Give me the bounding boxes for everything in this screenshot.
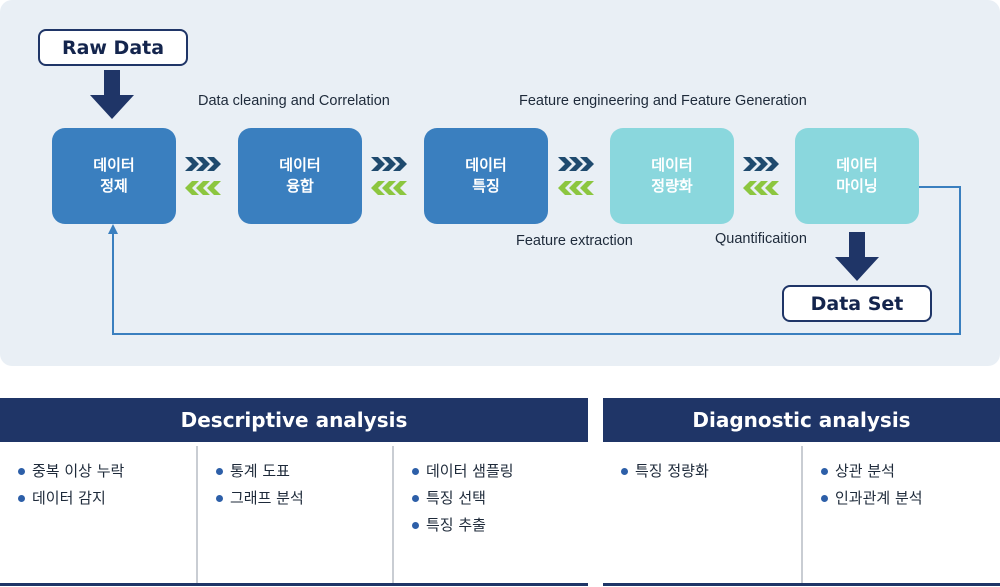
column-divider — [801, 446, 803, 584]
step-label-line1: 데이터 — [651, 156, 693, 174]
bullet-dot-icon — [821, 468, 828, 475]
step-data-mining: 데이터 마이닝 — [795, 128, 919, 224]
bullet-dot-icon — [18, 495, 25, 502]
down-arrow-icon — [90, 70, 134, 119]
bullet-dot-icon — [621, 468, 628, 475]
step-data-fusion: 데이터 융합 — [238, 128, 362, 224]
double-chevron-right-icon — [207, 157, 221, 171]
list-item: 데이터 감지 — [18, 485, 196, 512]
bullet-dot-icon — [216, 468, 223, 475]
list-item: 특징 정량화 — [621, 458, 801, 485]
double-chevron-left-icon — [382, 181, 396, 195]
caption-feature-extraction: Feature extraction — [516, 233, 633, 249]
step-label-line2: 정제 — [100, 177, 128, 195]
double-chevron-right-icon — [754, 157, 768, 171]
item-text: 통계 도표 — [230, 462, 290, 480]
step-label-line1: 데이터 — [93, 156, 135, 174]
list-item: 상관 분석 — [821, 458, 1000, 485]
list-item: 인과관계 분석 — [821, 485, 1000, 512]
data-set-label: Data Set — [782, 285, 932, 322]
return-flow-line — [112, 186, 961, 335]
double-chevron-left-icon — [185, 181, 199, 195]
bullet-dot-icon — [216, 495, 223, 502]
double-chevron-right-icon — [569, 157, 583, 171]
item-text: 그래프 분석 — [230, 489, 304, 507]
double-chevron-left-icon — [371, 181, 385, 195]
bullet-dot-icon — [412, 468, 419, 475]
double-chevron-group — [558, 157, 594, 195]
item-text: 특징 선택 — [426, 489, 486, 507]
list-item: 통계 도표 — [216, 458, 392, 485]
diagnostic-bottom-rule — [603, 583, 1000, 586]
double-chevron-right-icon — [558, 157, 572, 171]
step-label-line1: 데이터 — [465, 156, 507, 174]
caption-quantification: Quantificaition — [715, 231, 807, 247]
item-text: 특징 추출 — [426, 516, 486, 534]
double-chevron-left-icon — [580, 181, 594, 195]
descriptive-column-1: 중복 이상 누락 데이터 감지 — [0, 446, 196, 584]
return-flow-arrowhead — [108, 224, 118, 234]
double-chevron-group — [185, 157, 221, 195]
bullet-dot-icon — [821, 495, 828, 502]
descriptive-column-2: 통계 도표 그래프 분석 — [198, 446, 392, 584]
step-label-line2: 특징 — [472, 177, 500, 195]
list-item: 특징 추출 — [412, 512, 588, 539]
list-item: 중복 이상 누락 — [18, 458, 196, 485]
double-chevron-right-icon — [393, 157, 407, 171]
double-chevron-right-icon — [580, 157, 594, 171]
step-label-line2: 융합 — [286, 177, 314, 195]
double-chevron-right-icon — [196, 157, 210, 171]
step-label-line2: 마이닝 — [836, 177, 878, 195]
double-chevron-left-icon — [743, 181, 757, 195]
step-label-line2: 정량화 — [651, 177, 693, 195]
double-chevron-right-icon — [743, 157, 757, 171]
double-chevron-right-icon — [371, 157, 385, 171]
descriptive-column-3: 데이터 샘플링 특징 선택 특징 추출 — [394, 446, 588, 584]
double-chevron-left-icon — [393, 181, 407, 195]
double-chevron-group — [743, 157, 779, 195]
double-chevron-right-icon — [765, 157, 779, 171]
workflow-connectors — [90, 70, 961, 335]
list-item: 데이터 샘플링 — [412, 458, 588, 485]
step-data-quantification: 데이터 정량화 — [610, 128, 734, 224]
item-text: 데이터 감지 — [32, 489, 106, 507]
column-divider — [196, 446, 198, 584]
double-chevron-right-icon — [382, 157, 396, 171]
raw-data-label: Raw Data — [38, 29, 188, 66]
caption-feature-engineering: Feature engineering and Feature Generati… — [519, 93, 807, 109]
double-chevron-left-icon — [765, 181, 779, 195]
double-chevron-group — [371, 157, 407, 195]
item-text: 데이터 샘플링 — [426, 462, 514, 480]
item-text: 특징 정량화 — [635, 462, 709, 480]
step-data-feature: 데이터 특징 — [424, 128, 548, 224]
double-chevron-right-icon — [185, 157, 199, 171]
diagnostic-analysis-header: Diagnostic analysis — [603, 398, 1000, 442]
double-chevron-left-icon — [569, 181, 583, 195]
item-text: 중복 이상 누락 — [32, 462, 125, 480]
item-text: 인과관계 분석 — [835, 489, 923, 507]
bullet-dot-icon — [18, 468, 25, 475]
list-item: 특징 선택 — [412, 485, 588, 512]
caption-cleaning: Data cleaning and Correlation — [198, 93, 390, 109]
double-chevron-left-icon — [558, 181, 572, 195]
double-chevron-left-icon — [207, 181, 221, 195]
diagnostic-column-1: 특징 정량화 — [603, 446, 801, 584]
bullet-dot-icon — [412, 522, 419, 529]
double-chevron-left-icon — [196, 181, 210, 195]
diagnostic-column-2: 상관 분석 인과관계 분석 — [803, 446, 1000, 584]
column-divider — [392, 446, 394, 584]
double-chevron-left-icon — [754, 181, 768, 195]
descriptive-bottom-rule — [0, 583, 588, 586]
item-text: 상관 분석 — [835, 462, 895, 480]
step-label-line1: 데이터 — [279, 156, 321, 174]
step-label-line1: 데이터 — [836, 156, 878, 174]
step-data-cleaning: 데이터 정제 — [52, 128, 176, 224]
list-item: 그래프 분석 — [216, 485, 392, 512]
descriptive-analysis-header: Descriptive analysis — [0, 398, 588, 442]
down-arrow-icon — [835, 232, 879, 281]
bullet-dot-icon — [412, 495, 419, 502]
